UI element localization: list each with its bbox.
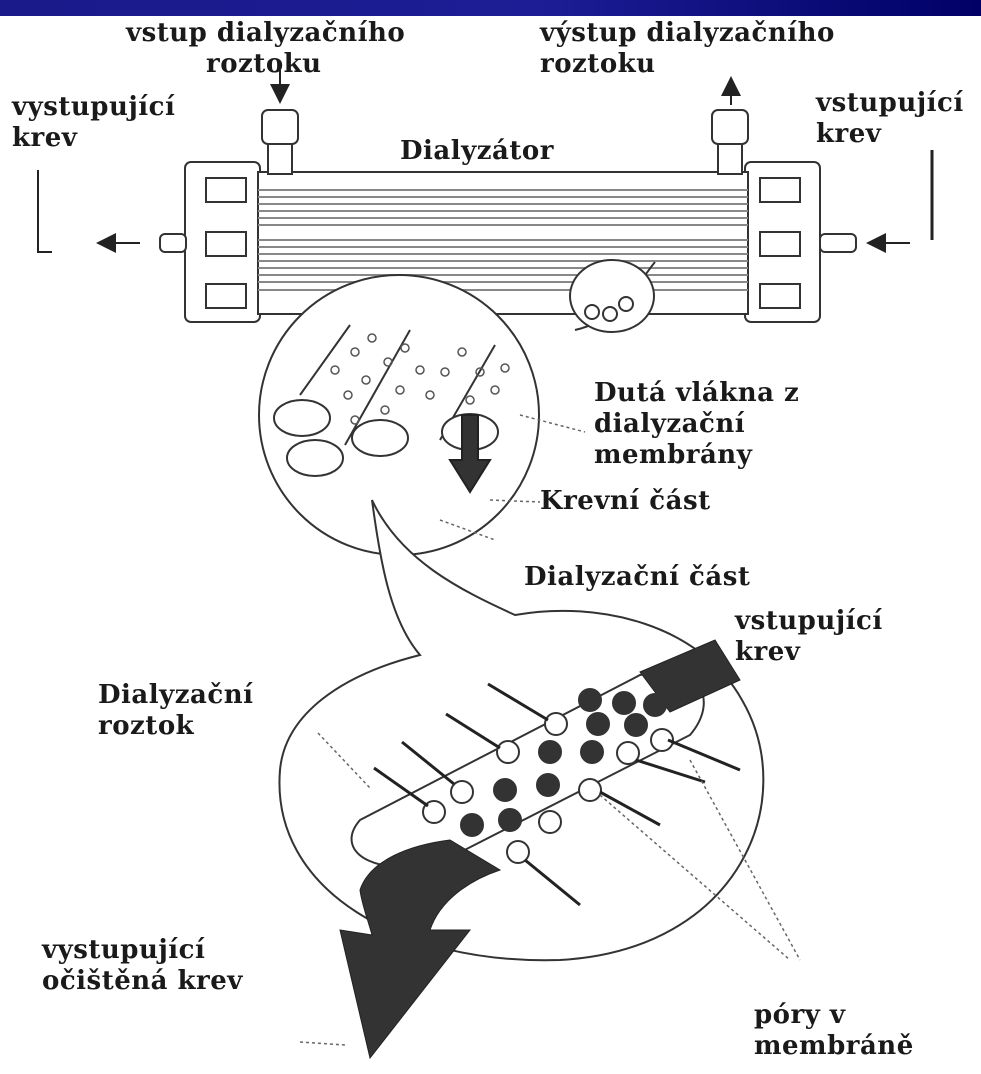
label-line: dialyzační (594, 409, 799, 440)
label-blood-inlet-top: vstupující krev (816, 88, 964, 150)
label-dialyzer: Dialyzátor (400, 136, 554, 167)
label-blood-outlet: vystupující krev (12, 92, 175, 154)
label-line: Krevní část (540, 486, 711, 517)
label-line: vystupující (42, 935, 243, 966)
label-line: membrány (594, 440, 799, 471)
label-line: membráně (754, 1031, 914, 1062)
label-line: roztoku (126, 49, 405, 80)
label-line: vstup dialyzačního (126, 18, 405, 49)
label-dialysate-part: Dialyzační část (524, 562, 750, 593)
label-line: krev (12, 123, 175, 154)
label-line: roztok (98, 711, 253, 742)
label-blood-part: Krevní část (540, 486, 711, 517)
label-line: vstupující (816, 88, 964, 119)
label-line: roztoku (540, 49, 835, 80)
label-dialysate-outlet: výstup dialyzačního roztoku (540, 18, 835, 80)
label-line: Dutá vlákna z (594, 378, 799, 409)
label-line: vystupující (12, 92, 175, 123)
label-line: Dialyzační část (524, 562, 750, 593)
label-line: Dialyzační (98, 680, 253, 711)
label-line: vstupující (735, 606, 883, 637)
label-cleaned-blood: vystupující očištěná krev (42, 935, 243, 997)
label-line: póry v (754, 1000, 914, 1031)
label-line: očištěná krev (42, 966, 243, 997)
label-line: Dialyzátor (400, 136, 554, 167)
label-hollow-fibers: Dutá vlákna z dialyzační membrány (594, 378, 799, 471)
label-blood-inlet-bottom: vstupující krev (735, 606, 883, 668)
dialyzer-body (185, 162, 820, 322)
label-membrane-pores: póry v membráně (754, 1000, 914, 1062)
label-line: krev (735, 637, 883, 668)
fiber-bundle (258, 190, 748, 290)
label-dialysate-solution: Dialyzační roztok (98, 680, 253, 742)
label-dialysate-inlet: vstup dialyzačního roztoku (126, 18, 405, 80)
label-line: výstup dialyzačního (540, 18, 835, 49)
label-line: krev (816, 119, 964, 150)
